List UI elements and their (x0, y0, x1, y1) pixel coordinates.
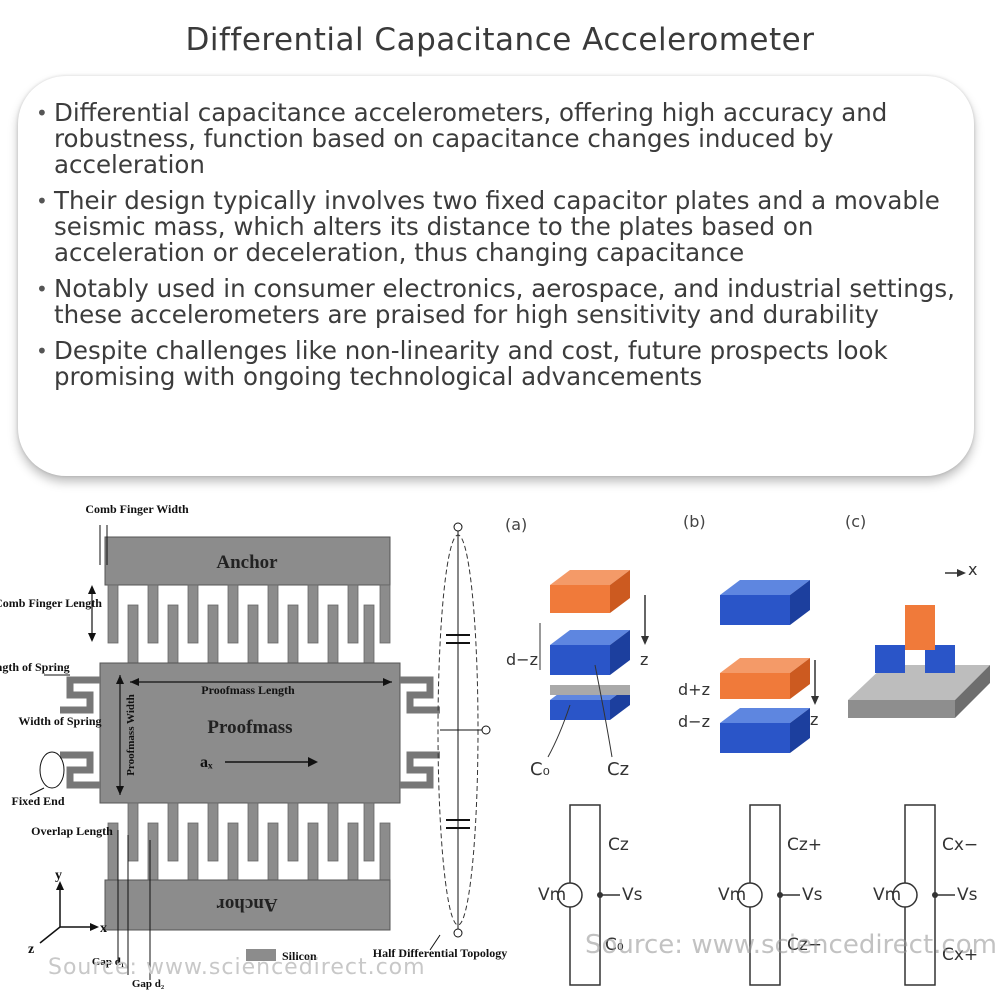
bottom-anchor (104, 879, 391, 931)
a-dz-label: d−z (506, 650, 538, 669)
gap-d1-label: Gap d₁ (92, 956, 124, 968)
circuit-c-top: Cx− (942, 835, 978, 855)
bottom-anchor-label: Anchor (216, 894, 278, 915)
capacitor-panels: (a) (b) (c) d−z z C₀ Cz (505, 512, 997, 986)
fixed-end-label: Fixed End (11, 794, 64, 808)
panel-b-label: (b) (683, 512, 706, 531)
b-dpz-label: d+z (678, 680, 710, 699)
accelerometer-figure: Anchor Proofmass aₓ (0, 502, 997, 990)
vm-b: Vm (718, 885, 746, 905)
b-dmz-label: d−z (678, 712, 710, 731)
bullet-list: Differential capacitance accelerometers,… (34, 100, 964, 400)
axis-z-label: z (28, 942, 34, 957)
half-differential-label: Half Differential Topology (373, 946, 507, 960)
panel-a-stack (550, 570, 630, 720)
bottom-proofmass-fingers (127, 802, 375, 862)
proofmass-label: Proofmass (207, 717, 292, 738)
b-z-label: z (810, 710, 818, 729)
a-c0-label: C₀ (530, 759, 550, 780)
comb-finger-width-label: Comb Finger Width (85, 502, 189, 516)
ax-label: aₓ (200, 754, 213, 771)
panel-c-label: (c) (845, 512, 866, 531)
top-comb-fingers (107, 584, 391, 644)
length-of-spring-label: Length of Spring (0, 660, 70, 674)
circuit-c-bottom: Cx+ (942, 945, 978, 965)
gap-d2-label: Gap d₂ (132, 978, 165, 990)
top-proofmass-fingers (127, 604, 375, 664)
circuit-b-top: Cz+ (787, 835, 822, 855)
silicon-swatch (246, 949, 276, 961)
panel-c-stack (848, 605, 990, 718)
bullet-item: Despite challenges like non-linearity an… (34, 338, 964, 390)
comb-drive-diagram: Anchor Proofmass aₓ (0, 502, 507, 990)
circuit-b-bottom: Cz− (787, 935, 822, 955)
page-title: Differential Capacitance Accelerometer (185, 22, 815, 58)
top-anchor (104, 536, 391, 586)
right-springs (400, 676, 440, 789)
panel-b-stack (720, 580, 810, 753)
circuit-a-bottom: C₀ (605, 935, 624, 955)
panel-a-label: (a) (505, 515, 527, 534)
a-z-label: z (640, 650, 648, 669)
vm-a: Vm (538, 885, 566, 905)
circuit-a-top: Cz (608, 835, 629, 855)
proofmass-width-label: Proofmass Width (125, 694, 137, 776)
vs-c: Vs (957, 885, 978, 905)
overlap-length-label: Overlap Length (31, 824, 113, 838)
width-of-spring-label: Width of Spring (18, 714, 101, 728)
proofmass-length-label: Proofmass Length (201, 683, 295, 697)
top-anchor-label: Anchor (216, 552, 278, 573)
vs-a: Vs (622, 885, 643, 905)
circuit-nodes (597, 892, 938, 898)
source-watermark: Source: www.sciencedirect.com (48, 955, 426, 980)
source-overlay: Source: www.sciencedirect.com (585, 930, 997, 960)
bullet-item: Differential capacitance accelerometers,… (34, 100, 964, 178)
axis-y-label: y (55, 868, 62, 883)
proofmass-body (99, 662, 401, 804)
silicon-label: Silicon (282, 949, 317, 963)
vm-c: Vm (873, 885, 901, 905)
a-cz-label: Cz (607, 759, 629, 780)
left-springs (60, 676, 100, 789)
axis-x-label: x (100, 921, 107, 936)
c-x-label: x (968, 560, 977, 579)
vs-b: Vs (802, 885, 823, 905)
bullet-item: Their design typically involves two fixe… (34, 188, 964, 266)
bullet-item: Notably used in consumer electronics, ae… (34, 276, 964, 328)
comb-finger-length-label: Comb Finger Length (0, 596, 102, 610)
comb-finger-length-text: Comb Finger Length (0, 596, 102, 610)
